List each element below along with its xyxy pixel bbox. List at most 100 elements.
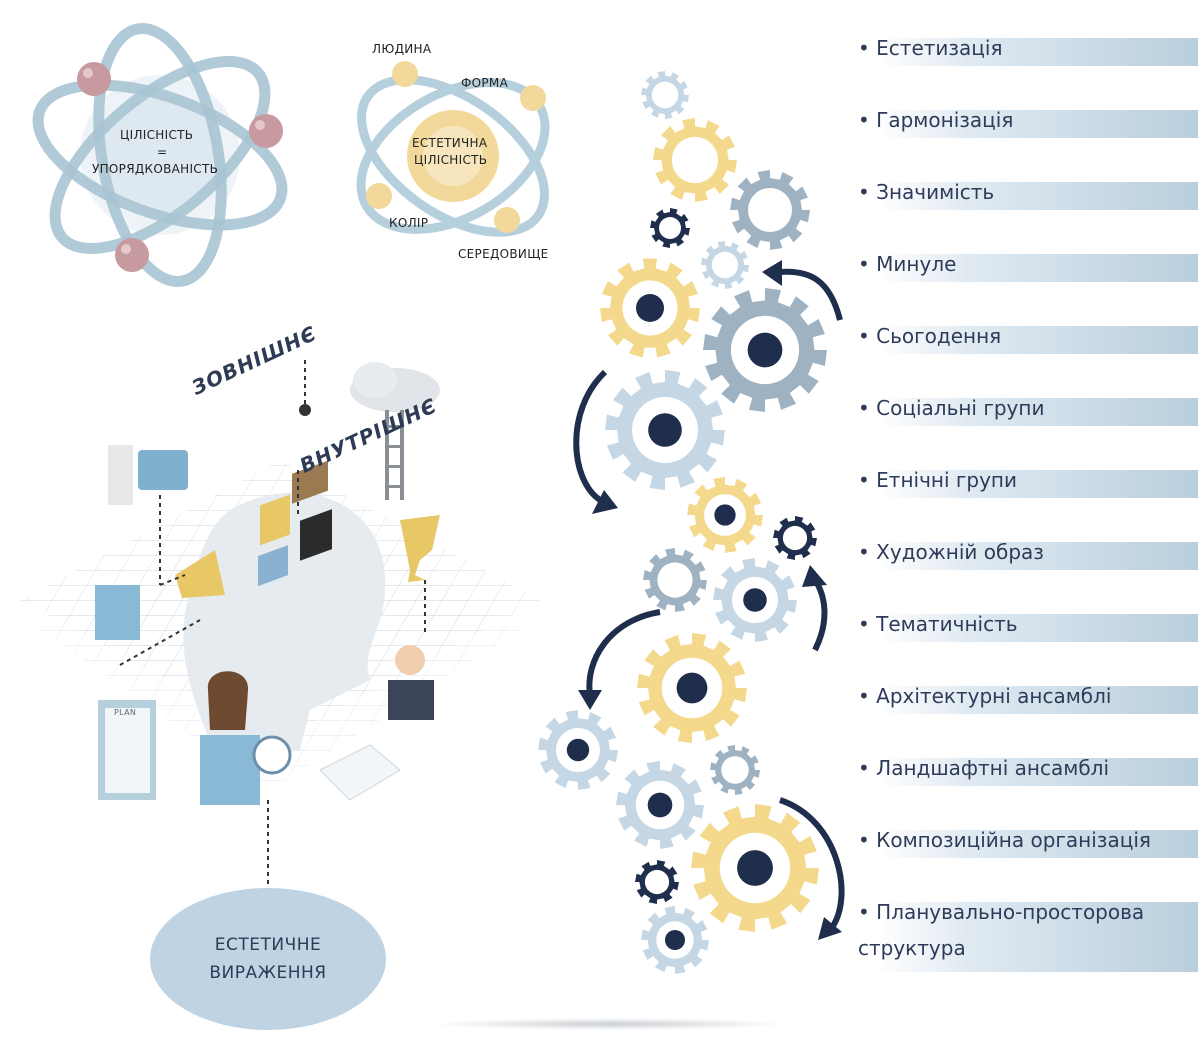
- criteria-item: • Соціальні групи: [858, 390, 1198, 462]
- orbit-center-line2: ЦІЛІСНІСТЬ: [414, 153, 488, 167]
- criteria-label: • Ландшафтні ансамблі: [858, 756, 1109, 780]
- criteria-item: • Естетизація: [858, 30, 1198, 102]
- arrowhead: [578, 690, 602, 710]
- orbit-label-environment: СЕРЕДОВИЩЕ: [458, 247, 549, 261]
- shadow: [430, 1018, 790, 1030]
- gear: [713, 558, 797, 642]
- curved-arrow: [812, 578, 828, 652]
- gear: [703, 288, 827, 412]
- gear: [616, 761, 704, 849]
- dna-icon: [737, 850, 773, 886]
- criteria-bar: [876, 542, 1198, 570]
- criteria-item: • Художній образ: [858, 534, 1198, 606]
- criteria-item: • Архітектурні ансамблі: [858, 678, 1198, 750]
- gear: [687, 477, 763, 553]
- shield-arrow-icon: [676, 672, 708, 704]
- gear: [605, 370, 725, 490]
- curved-arrow: [573, 369, 608, 503]
- atom-diagram: [32, 23, 288, 287]
- atom-ball: [115, 238, 149, 272]
- orbit-ball: [520, 85, 546, 111]
- trophy-icon: [747, 332, 783, 368]
- criteria-bar: [876, 902, 1198, 972]
- criteria-bar: [876, 326, 1198, 354]
- gear: [600, 258, 700, 358]
- gear: [650, 208, 690, 248]
- orbit-ball: [494, 207, 520, 233]
- orbit-ball: [392, 61, 418, 87]
- orbit-diagram: [356, 61, 550, 237]
- curved-arrow: [779, 797, 845, 932]
- arrowhead: [818, 917, 842, 940]
- criteria-item: • Сьогодення: [858, 318, 1198, 390]
- criteria-label: • Композиційна організація: [858, 828, 1151, 852]
- criteria-bar: [876, 830, 1198, 858]
- clipboard-plan-label: PLAN: [114, 708, 137, 717]
- criteria-bar: [876, 182, 1198, 210]
- criteria-item: • Ландшафтні ансамблі: [858, 750, 1198, 822]
- gear: [643, 548, 707, 612]
- atom-ball: [249, 114, 283, 148]
- criteria-label: • Минуле: [858, 252, 957, 276]
- vase-icon: [714, 504, 736, 526]
- gear: [710, 745, 760, 795]
- criteria-item: • Гармонізація: [858, 102, 1198, 174]
- criteria-bar: [876, 398, 1198, 426]
- curved-arrow: [586, 609, 661, 696]
- gear: [637, 633, 747, 743]
- orbit-label-form: ФОРМА: [461, 76, 509, 90]
- gear: [635, 860, 679, 904]
- gear: [691, 804, 819, 932]
- orbit-ball: [366, 183, 392, 209]
- criteria-item: • Планувально-просторова структура: [858, 894, 1198, 974]
- isometric-illustration: [20, 360, 540, 890]
- criteria-bar: [876, 38, 1198, 66]
- atom-center-line2: =: [157, 145, 168, 159]
- criteria-label: • Значимість: [858, 180, 995, 204]
- list-icon: [665, 930, 685, 950]
- criteria-bar: [876, 110, 1198, 138]
- atom-center-line3: УПОРЯДКОВАНІСТЬ: [92, 162, 219, 176]
- criteria-label: • Гармонізація: [858, 108, 1014, 132]
- gear: [538, 710, 618, 790]
- criteria-item: • Тематичність: [858, 606, 1198, 678]
- gear: [701, 241, 749, 289]
- criteria-bar: [876, 254, 1198, 282]
- gear: [773, 516, 817, 560]
- criteria-bar: [876, 686, 1198, 714]
- expression-line1: ЕСТЕТИЧНЕ: [214, 935, 322, 955]
- criteria-bar: [876, 470, 1198, 498]
- criteria-item: • Значимість: [858, 174, 1198, 246]
- gear: [641, 906, 709, 974]
- criteria-item: • Минуле: [858, 246, 1198, 318]
- arrowhead: [592, 490, 618, 514]
- atom-center-line1: ЦІЛІСНІСТЬ: [120, 128, 194, 142]
- mountain-icon: [648, 413, 682, 447]
- expression-line2: ВИРАЖЕННЯ: [209, 963, 327, 983]
- arrowhead: [762, 260, 782, 286]
- orbit-center-line1: ЕСТЕТИЧНА: [412, 136, 488, 150]
- camera-icon: [636, 294, 664, 322]
- criteria-label: • Планувально-просторова структура: [858, 900, 1145, 960]
- criteria-item: • Композиційна організація: [858, 822, 1198, 894]
- aesthetic-expression-ellipse: ЕСТЕТИЧНЕ ВИРАЖЕННЯ: [150, 888, 386, 1030]
- people-icon: [743, 588, 767, 612]
- criteria-item: • Етнічні групи: [858, 462, 1198, 534]
- criteria-bar: [876, 614, 1198, 642]
- gear: [653, 118, 737, 202]
- gears-column: [538, 71, 845, 974]
- criteria-label: • Соціальні групи: [858, 396, 1045, 420]
- criteria-label: • Художній образ: [858, 540, 1044, 564]
- criteria-bar: [876, 758, 1198, 786]
- notebook-icon: [647, 792, 673, 818]
- criteria-label: • Архітектурні ансамблі: [858, 684, 1112, 708]
- orbit-label-person: ЛЮДИНА: [372, 42, 432, 56]
- arrowhead: [802, 565, 827, 587]
- aesthetic-criteria-list: • Естетизація • Гармонізація • Значимість •…: [858, 30, 1198, 974]
- orbit-label-color: КОЛІР: [389, 216, 429, 230]
- criteria-label: • Естетизація: [858, 36, 1003, 60]
- atom-ball: [77, 62, 111, 96]
- criteria-label: • Етнічні групи: [858, 468, 1017, 492]
- gear: [641, 71, 689, 119]
- criteria-label: • Сьогодення: [858, 324, 1002, 348]
